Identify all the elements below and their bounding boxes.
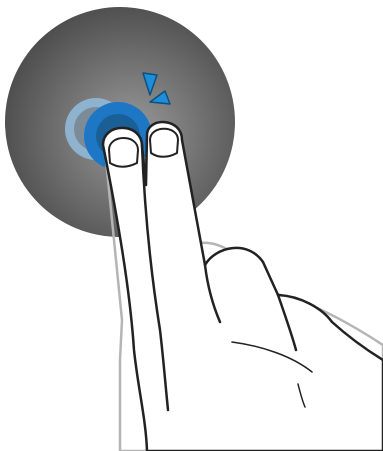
middle-fingernail: [150, 129, 178, 157]
index-fingernail: [109, 138, 138, 167]
hand: [103, 122, 383, 451]
